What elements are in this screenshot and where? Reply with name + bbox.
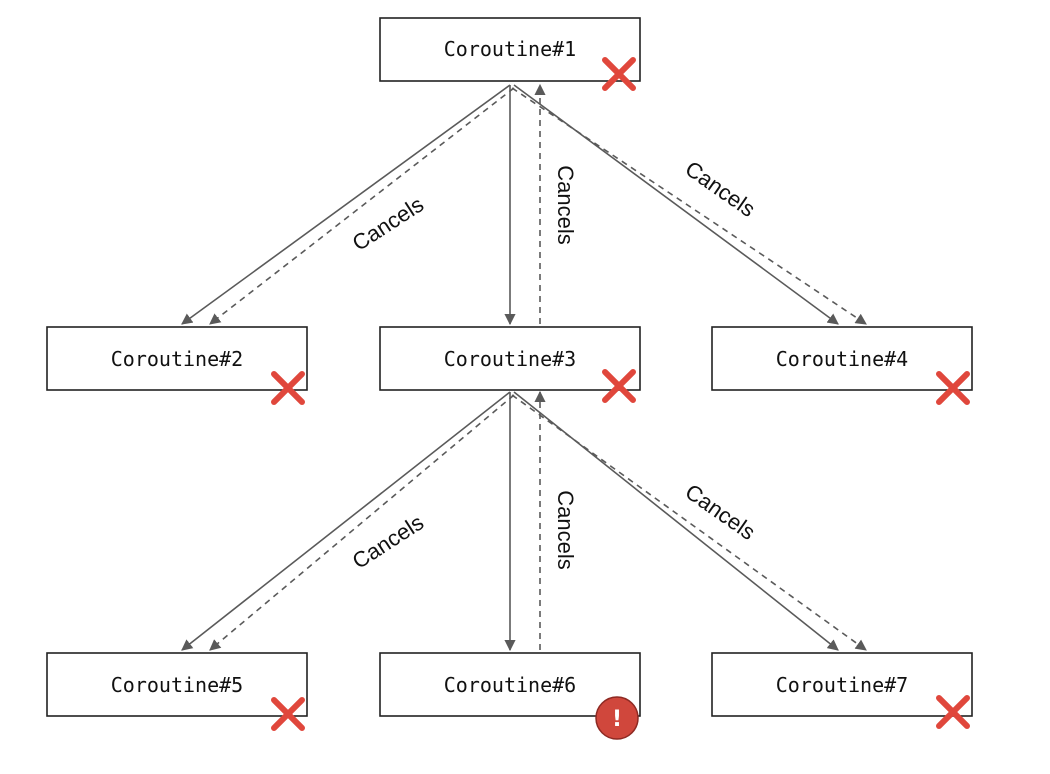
node-box [711,326,973,391]
node-label: Coroutine#2 [111,347,243,371]
edge-c1-c2-down [181,84,511,325]
node-label: Coroutine#7 [776,673,908,697]
node-coroutine-6: Coroutine#6 ! [379,652,641,740]
edge-label-c1-c2: Cancels [348,192,428,256]
cancelled-cross-icon [602,57,636,91]
node-coroutine-7: Coroutine#7 [711,652,973,729]
edge-c1-c4-propagate [511,87,867,325]
error-badge-symbol: ! [612,707,622,732]
error-badge-icon: ! [595,696,639,740]
node-coroutine-4: Coroutine#4 [711,326,973,405]
edge-c1-c2: Cancels [181,84,515,325]
node-coroutine-5: Coroutine#5 [46,652,308,731]
edge-label-c1-c3: Cancels [553,165,578,244]
edge-label-c1-c4: Cancels [681,156,760,222]
node-box [46,652,308,717]
edge-c3-c5-propagate [209,394,515,651]
edge-c3-c5-down [181,391,511,651]
edge-c3-c5: Cancels [181,391,515,651]
cancelled-cross-icon [936,695,970,729]
node-box [379,326,641,391]
node-label: Coroutine#5 [111,673,243,697]
edge-label-c3-c5: Cancels [348,510,428,574]
cancelled-cross-icon [936,371,970,405]
edge-c1-c2-propagate [209,87,515,325]
cancelled-cross-icon [602,369,636,403]
node-box [711,652,973,717]
node-label: Coroutine#4 [776,347,908,371]
cancelled-cross-icon [271,371,305,405]
edge-c3-c6: Cancels [504,390,578,652]
node-box [46,326,308,391]
node-label: Coroutine#3 [444,347,576,371]
cancelled-cross-icon [271,697,305,731]
node-label: Coroutine#6 [444,673,576,697]
node-label: Coroutine#1 [444,37,576,61]
edge-c3-c7-propagate [511,394,867,651]
node-coroutine-3: Coroutine#3 [379,326,641,403]
edge-c1-c3: Cancels [504,83,578,326]
node-box [379,652,641,717]
node-coroutine-2: Coroutine#2 [46,326,308,405]
node-box [379,17,641,82]
edge-label-c3-c6: Cancels [553,490,578,569]
node-coroutine-1: Coroutine#1 [379,17,641,91]
